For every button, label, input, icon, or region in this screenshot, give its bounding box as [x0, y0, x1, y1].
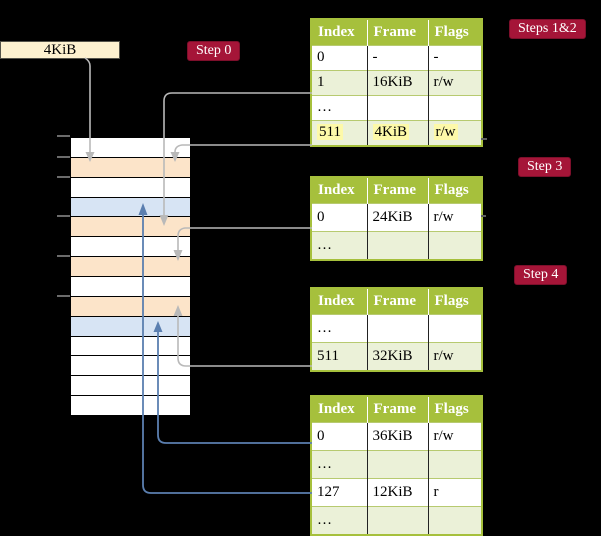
memory-frame-row [71, 257, 190, 278]
badge-step-0: Step 0 [187, 41, 241, 61]
table-row: 127 12KiB r [311, 478, 482, 507]
memory-frame-row [71, 316, 190, 337]
memory-frame-row [71, 376, 190, 397]
arrow-entry511-to-4kib [170, 144, 312, 162]
cell-index: 1 [311, 70, 368, 96]
memory-frame-row [71, 296, 190, 317]
memory-frame-row [71, 138, 190, 158]
col-header-index: Index [311, 396, 368, 423]
cell-frame: 16KiB [367, 70, 429, 96]
cell-frame: 12KiB [367, 478, 429, 507]
col-header-flags: Flags [428, 19, 482, 46]
cell-index: 511 [311, 120, 368, 146]
page-table-level-3: Index Frame Flags … 511 32KiB r/w [310, 287, 483, 372]
table-row: … [311, 231, 482, 260]
table-row: … [311, 506, 482, 535]
cell-index: 0 [311, 203, 368, 232]
cell-frame: - [367, 45, 429, 71]
cell-index: 0 [311, 45, 368, 71]
page-table-level-2: Index Frame Flags 0 24KiB r/w … [310, 176, 483, 261]
highlighted-value: r/w [433, 124, 458, 140]
arrow-entry0-to-24kib [173, 227, 312, 261]
cell-flags [428, 506, 482, 535]
page-size-label: 4KiB [0, 41, 120, 59]
cell-flags: - [428, 45, 482, 71]
cell-flags: r/w [428, 422, 482, 451]
col-header-frame: Frame [367, 396, 429, 423]
memory-address-ticks [57, 135, 70, 297]
cell-index: 127 [311, 478, 368, 507]
col-header-flags: Flags [428, 177, 482, 204]
col-header-index: Index [311, 19, 368, 46]
cell-frame: 36KiB [367, 422, 429, 451]
col-header-frame: Frame [367, 288, 429, 315]
page-size-text: 4KiB [43, 42, 77, 58]
arrow-entry511-to-32kib [173, 305, 312, 367]
badge-step-4: Step 4 [514, 265, 568, 285]
table-header-row: Index Frame Flags [311, 396, 482, 423]
memory-frame-row [71, 197, 190, 218]
cell-flags: r [428, 478, 482, 507]
cell-flags [428, 450, 482, 479]
table-row: … [311, 95, 482, 121]
cell-flags [428, 231, 482, 260]
cell-frame: 24KiB [367, 203, 429, 232]
cell-flags: r/w [428, 120, 482, 146]
col-header-frame: Frame [367, 177, 429, 204]
cell-index: … [311, 95, 368, 121]
col-header-flags: Flags [428, 396, 482, 423]
table-row: 0 24KiB r/w [311, 203, 482, 232]
col-header-frame: Frame [367, 19, 429, 46]
cell-index: … [311, 314, 368, 343]
cell-frame [367, 506, 429, 535]
col-header-flags: Flags [428, 288, 482, 315]
highlighted-value: 4KiB [372, 124, 410, 140]
page-table-level-1: Index Frame Flags 0 - - 1 16KiB r/w … [310, 18, 483, 147]
table-row: 1 16KiB r/w [311, 70, 482, 96]
memory-frame-row [71, 336, 190, 357]
cell-frame [367, 231, 429, 260]
cell-index: … [311, 231, 368, 260]
table-header-row: Index Frame Flags [311, 19, 482, 46]
memory-frame-row [71, 277, 190, 297]
cell-frame [367, 450, 429, 479]
cell-frame [367, 95, 429, 121]
badge-steps-1-2: Steps 1&2 [509, 19, 586, 39]
cell-index: 0 [311, 422, 368, 451]
cell-flags [428, 314, 482, 343]
cell-frame: 4KiB [367, 120, 429, 146]
col-header-index: Index [311, 288, 368, 315]
table-header-row: Index Frame Flags [311, 177, 482, 204]
memory-frame-row [71, 217, 190, 238]
col-header-index: Index [311, 177, 368, 204]
memory-frame-row [71, 356, 190, 377]
cell-flags [428, 95, 482, 121]
cell-frame: 32KiB [367, 342, 429, 371]
badge-step-3: Step 3 [518, 157, 572, 177]
cell-frame [367, 314, 429, 343]
table-row: 511 32KiB r/w [311, 342, 482, 371]
table-row: 0 - - [311, 45, 482, 71]
table-row: … [311, 314, 482, 343]
memory-frame-row [71, 157, 190, 178]
table-header-row: Index Frame Flags [311, 288, 482, 315]
table-row: … [311, 450, 482, 479]
memory-frame-row [71, 396, 190, 416]
cell-index: … [311, 506, 368, 535]
cell-flags: r/w [428, 70, 482, 96]
memory-frame-row [71, 237, 190, 258]
physical-memory-column [70, 137, 191, 416]
cell-flags: r/w [428, 342, 482, 371]
page-table-level-4: Index Frame Flags 0 36KiB r/w … 127 12Ki… [310, 395, 483, 536]
table-row: 0 36KiB r/w [311, 422, 482, 451]
cell-index: 511 [311, 342, 368, 371]
memory-frame-row [71, 177, 190, 198]
cell-index: … [311, 450, 368, 479]
highlighted-value: 511 [317, 124, 343, 140]
table-row-highlighted: 511 4KiB r/w [311, 120, 482, 146]
cell-flags: r/w [428, 203, 482, 232]
